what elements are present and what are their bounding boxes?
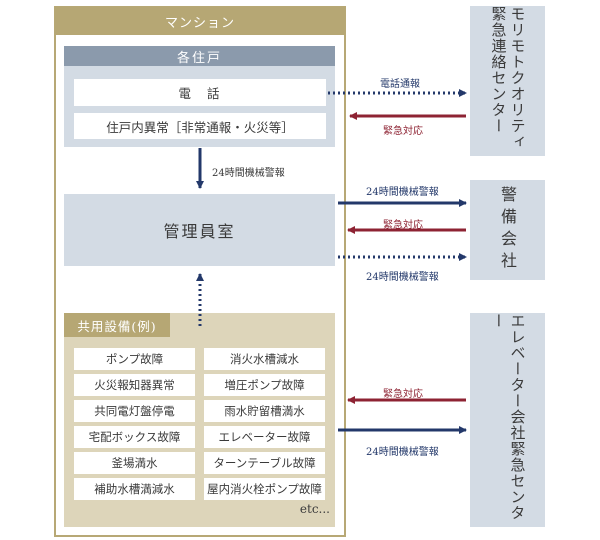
units-title: 各住戸 bbox=[64, 46, 335, 66]
flow-label-emergency: 緊急対応 bbox=[383, 220, 423, 231]
flow-label-alarm24: 24時間機械警報 bbox=[366, 187, 439, 198]
flow-label-alarm24: 24時間機械警報 bbox=[366, 272, 439, 283]
management-office-box: 管理員室 bbox=[64, 194, 335, 266]
phone-box: 電話 bbox=[74, 79, 326, 106]
facility-item: 共同電灯盤停電 bbox=[74, 400, 195, 422]
facility-item: 補助水槽満減水 bbox=[74, 478, 195, 500]
flow-label-emergency: 緊急対応 bbox=[383, 389, 423, 400]
flow-label-emergency: 緊急対応 bbox=[383, 126, 423, 137]
facility-item: 消火水槽減水 bbox=[204, 348, 325, 370]
facility-item: 雨水貯留槽満水 bbox=[204, 400, 325, 422]
morimoto-emergency-center: モリモトクオリティ緊急連絡センター bbox=[470, 6, 545, 156]
facility-item: ポンプ故障 bbox=[74, 348, 195, 370]
elevator-emergency-center: エレベーター会社緊急センター bbox=[470, 313, 545, 527]
facility-item: ターンテーブル故障 bbox=[204, 452, 325, 474]
unit-alarm-box: 住戸内異常［非常通報・火災等］ bbox=[74, 113, 326, 139]
flow-label-alarm24: 24時間機械警報 bbox=[366, 447, 439, 458]
facility-item: 宅配ボックス故障 bbox=[74, 426, 195, 448]
units-to-office-label: 24時間機械警報 bbox=[212, 168, 285, 179]
facilities-etc: etc... bbox=[299, 502, 330, 516]
facility-item: 屋内消火栓ポンプ故障 bbox=[204, 478, 325, 500]
facility-item: エレベーター故障 bbox=[204, 426, 325, 448]
facility-item: 増圧ポンプ故障 bbox=[204, 374, 325, 396]
facility-item: 釜場満水 bbox=[74, 452, 195, 474]
security-company: 警備会社 bbox=[470, 180, 545, 280]
facility-item: 火災報知器異常 bbox=[74, 374, 195, 396]
shared-facilities-title: 共用設備(例) bbox=[64, 313, 170, 337]
flow-label-phone-report: 電話通報 bbox=[380, 79, 420, 90]
mansion-title: マンション bbox=[55, 7, 345, 35]
